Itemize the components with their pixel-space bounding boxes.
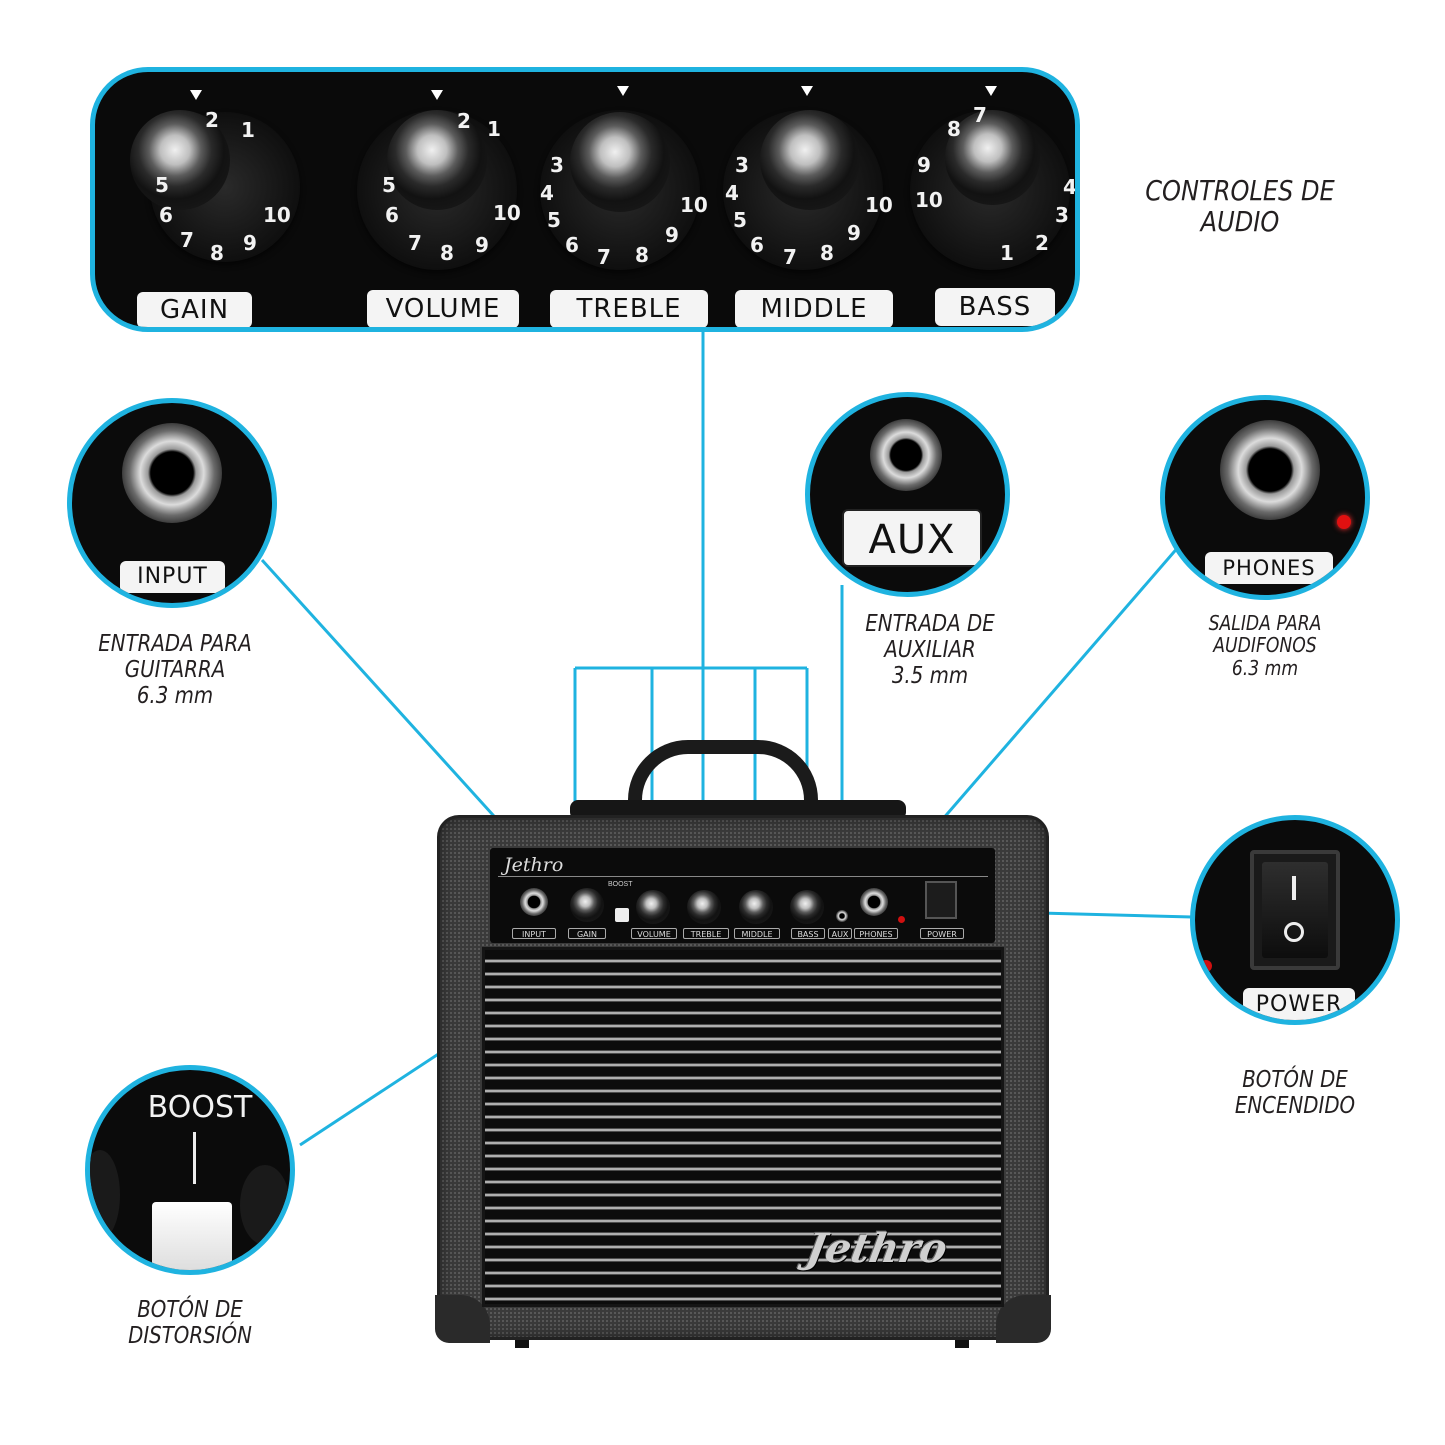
svg-text:5: 5 <box>547 208 561 232</box>
svg-text:4: 4 <box>540 181 554 205</box>
svg-text:9: 9 <box>475 233 489 257</box>
phones-zoom: PHONES <box>1160 395 1370 600</box>
gain-label: GAIN <box>137 292 252 327</box>
svg-text:6: 6 <box>159 203 173 227</box>
amp-label-gain: GAIN <box>568 928 606 939</box>
svg-text:2: 2 <box>205 108 219 132</box>
input-zoom-label: INPUT <box>120 561 225 593</box>
svg-text:2: 2 <box>1035 231 1049 255</box>
input-zoom: INPUT <box>67 398 277 608</box>
amp-label-power: POWER <box>920 928 964 939</box>
boost-switch <box>152 1202 232 1270</box>
amp-label-aux: AUX <box>828 928 852 939</box>
svg-text:7: 7 <box>783 245 797 269</box>
amp-label-bass: BASS <box>791 928 825 939</box>
caption-audio-controls: CONTROLES DE AUDIO <box>1145 174 1335 239</box>
svg-text:10: 10 <box>680 193 708 217</box>
svg-text:7: 7 <box>597 245 611 269</box>
svg-text:10: 10 <box>915 188 943 212</box>
amp-label-input: INPUT <box>512 928 556 939</box>
amp-grille <box>482 947 1004 1307</box>
power-switch <box>1250 850 1340 970</box>
amp-input-jack[interactable] <box>520 888 548 916</box>
svg-text:7: 7 <box>180 228 194 252</box>
aux-zoom: AUX <box>805 392 1010 597</box>
svg-text:8: 8 <box>635 243 649 267</box>
caption-headphones-out: SALIDA PARA AUDIFONOS 6.3 mm <box>1208 611 1322 680</box>
svg-text:7: 7 <box>973 103 987 127</box>
amp-volume-knob[interactable] <box>636 890 670 924</box>
svg-text:5: 5 <box>155 173 169 197</box>
svg-text:6: 6 <box>565 233 579 257</box>
svg-text:5: 5 <box>382 173 396 197</box>
amplifier: Jethro BOOST INPUT GAIN VOLUME TREBLE MI… <box>435 815 1051 1343</box>
svg-text:8: 8 <box>947 117 961 141</box>
treble-label: TREBLE <box>550 290 708 327</box>
amp-treble-knob[interactable] <box>687 890 721 924</box>
svg-text:1: 1 <box>487 117 501 141</box>
svg-text:8: 8 <box>440 241 454 265</box>
svg-text:1: 1 <box>241 118 255 142</box>
svg-text:9: 9 <box>917 153 931 177</box>
amp-middle-knob[interactable] <box>739 890 773 924</box>
svg-text:6: 6 <box>750 233 764 257</box>
caption-power-button: BOTÓN DE ENCENDIDO <box>1234 1067 1356 1119</box>
caption-aux-input: ENTRADA DE AUXILIAR 3.5 mm <box>865 611 995 689</box>
middle-label: MIDDLE <box>735 290 893 327</box>
bass-label: BASS <box>935 288 1055 326</box>
boost-zoom: BOOST <box>85 1065 295 1275</box>
svg-text:4: 4 <box>725 181 739 205</box>
power-zoom-label: POWER <box>1243 988 1355 1020</box>
svg-text:3: 3 <box>1055 203 1069 227</box>
amp-power-switch[interactable] <box>925 881 957 919</box>
svg-text:5: 5 <box>733 208 747 232</box>
svg-text:10: 10 <box>865 193 893 217</box>
amp-label-middle: MIDDLE <box>734 928 780 939</box>
svg-text:8: 8 <box>210 241 224 265</box>
amp-aux-jack[interactable] <box>836 910 848 922</box>
led-indicator <box>1337 515 1351 529</box>
svg-text:1: 1 <box>1000 241 1014 265</box>
amp-logo: Jethro <box>802 1225 951 1272</box>
svg-text:9: 9 <box>243 231 257 255</box>
svg-text:7: 7 <box>408 231 422 255</box>
amp-label-volume: VOLUME <box>631 928 677 939</box>
caption-guitar-input: ENTRADA PARA GUITARRA 6.3 mm <box>98 631 252 709</box>
power-zoom: POWER <box>1190 815 1400 1025</box>
amp-boost-label: BOOST <box>608 881 633 888</box>
svg-text:2: 2 <box>457 109 471 133</box>
amp-label-treble: TREBLE <box>683 928 729 939</box>
boost-zoom-label: BOOST <box>147 1090 253 1125</box>
amp-label-phones: PHONES <box>854 928 898 939</box>
svg-text:10: 10 <box>263 203 291 227</box>
amp-bass-knob[interactable] <box>790 890 824 924</box>
amp-gain-knob[interactable] <box>570 888 604 922</box>
svg-text:10: 10 <box>493 201 521 225</box>
phones-zoom-label: PHONES <box>1205 552 1333 584</box>
volume-label: VOLUME <box>367 290 519 327</box>
svg-text:9: 9 <box>665 223 679 247</box>
caption-distortion-button: BOTÓN DE DISTORSIÓN <box>128 1297 252 1349</box>
amp-control-panel: Jethro BOOST INPUT GAIN VOLUME TREBLE MI… <box>490 848 995 943</box>
svg-text:6: 6 <box>385 203 399 227</box>
amp-phones-jack[interactable] <box>860 888 888 916</box>
amp-boost-switch[interactable] <box>615 908 629 922</box>
svg-text:4: 4 <box>1063 175 1077 199</box>
svg-text:3: 3 <box>735 153 749 177</box>
svg-text:9: 9 <box>847 221 861 245</box>
aux-zoom-label: AUX <box>842 509 982 567</box>
svg-text:8: 8 <box>820 241 834 265</box>
svg-text:3: 3 <box>550 153 564 177</box>
amp-panel-logo: Jethro <box>504 854 564 876</box>
